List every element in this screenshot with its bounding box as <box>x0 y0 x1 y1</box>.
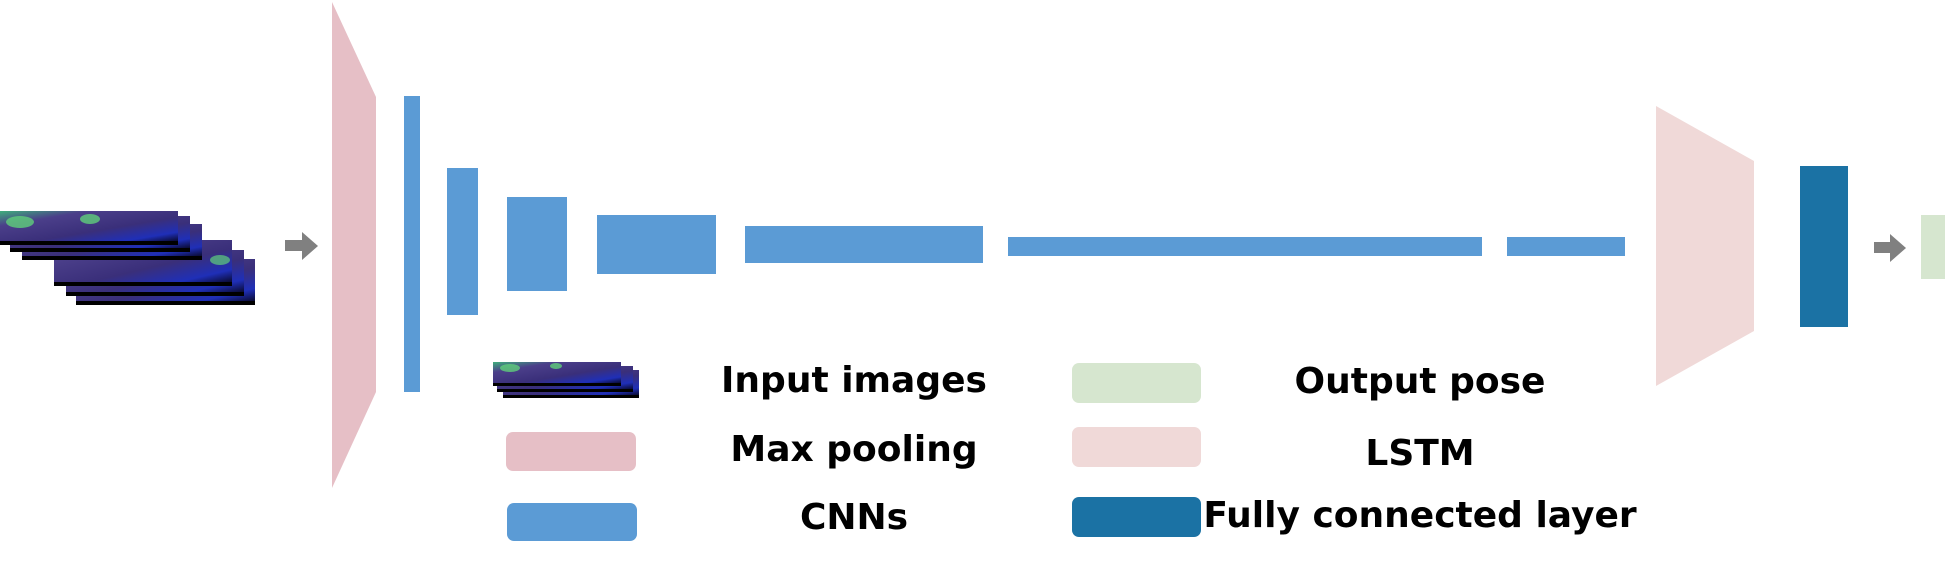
output-pose-block <box>1921 215 1945 279</box>
right-arrow-icon <box>285 232 318 260</box>
legend-swatch-lstm <box>1072 427 1201 467</box>
cnn-layer-2 <box>447 168 478 315</box>
legend-label-input-images: Input images <box>721 360 987 401</box>
cnn-layer-7 <box>1507 237 1625 256</box>
cnn-layer-5 <box>745 226 983 263</box>
max-pooling-layer <box>332 2 376 488</box>
legend-swatch-max-pooling <box>506 432 636 471</box>
legend-label-fully-connected: Fully connected layer <box>1203 495 1637 536</box>
legend-label-lstm: LSTM <box>1365 433 1474 474</box>
input-image-stack <box>0 211 255 305</box>
legend-label-max-pooling: Max pooling <box>730 429 977 470</box>
right-arrow-icon <box>1874 234 1906 262</box>
lstm-layer <box>1656 106 1754 386</box>
legend-swatch-output-pose <box>1072 363 1201 403</box>
legend-label-output-pose: Output pose <box>1295 361 1546 402</box>
cnn-layer-3 <box>507 197 567 291</box>
legend-swatch-input-images <box>493 362 639 398</box>
fully-connected-layer <box>1800 166 1848 327</box>
cnn-layer-1 <box>404 96 420 392</box>
legend-label-cnns: CNNs <box>800 497 908 538</box>
cnn-layer-4 <box>597 215 716 274</box>
legend-swatch-cnns <box>507 503 637 541</box>
cnn-layer-6 <box>1008 237 1482 256</box>
legend-swatch-fully-connected <box>1072 497 1201 537</box>
